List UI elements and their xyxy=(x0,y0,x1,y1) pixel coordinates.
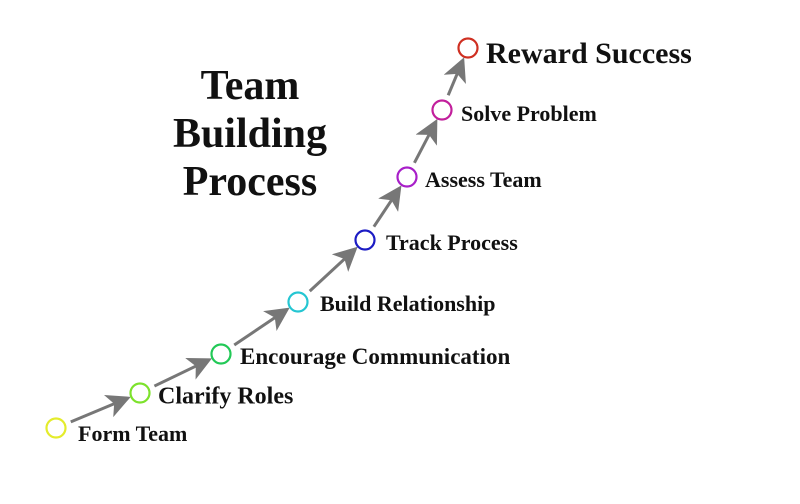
step-circle xyxy=(431,99,453,121)
arrow xyxy=(413,118,438,164)
title-line: Team xyxy=(200,63,300,109)
step-label: Clarify Roles xyxy=(158,383,294,410)
step-label: Solve Problem xyxy=(461,101,597,126)
step-label: Reward Success xyxy=(486,37,692,70)
step-circle xyxy=(457,37,479,59)
diagram-title: Team Building Process xyxy=(150,62,350,206)
arrow xyxy=(443,57,466,96)
step-circle xyxy=(129,382,151,404)
step-circle xyxy=(210,343,232,365)
step-label: Form Team xyxy=(78,421,188,446)
arrow xyxy=(233,307,290,347)
arrow xyxy=(308,246,358,293)
step-circle xyxy=(396,166,418,188)
step-circle xyxy=(354,229,376,251)
arrow xyxy=(372,185,402,228)
step-label: Assess Team xyxy=(425,167,542,192)
title-line: Building xyxy=(172,111,328,157)
step-label: Encourage Communication xyxy=(240,344,511,369)
step-circle xyxy=(287,291,309,313)
step-circle xyxy=(45,417,67,439)
arrow xyxy=(153,357,212,388)
step-label: Build Relationship xyxy=(320,291,496,316)
step-label: Track Process xyxy=(386,230,518,255)
arrow xyxy=(70,394,131,424)
title-line: Process xyxy=(182,159,318,205)
